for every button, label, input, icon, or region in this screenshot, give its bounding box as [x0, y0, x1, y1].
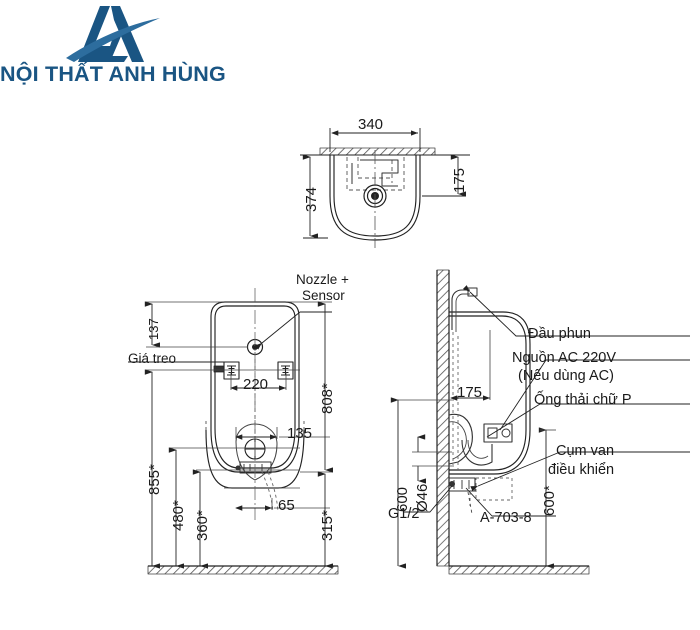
callout-supply-thread: G1/2 — [388, 506, 420, 522]
dim-front-bowl-inner: 135 — [287, 425, 313, 442]
callout-nozzle-sensor-line1: Nozzle + — [296, 272, 349, 287]
callout-valve-assembly-line2: điều khiển — [548, 462, 615, 478]
dim-side-projection: 175 — [457, 384, 483, 401]
dim-top-height: 374 — [303, 186, 320, 212]
brand-logo: NỘI THẤT ANH HÙNG — [0, 0, 230, 100]
dim-front-bracket-height: 855* — [146, 464, 163, 495]
anh-hung-a-monogram-icon — [66, 6, 160, 62]
dim-front-low-height: 360* — [194, 510, 211, 541]
callout-model-code: A-703-8 — [480, 510, 532, 526]
side-view-geometry — [390, 269, 690, 575]
top-view-geometry — [300, 128, 470, 248]
callout-ac-power-note: (Nếu dùng AC) — [518, 368, 614, 384]
callout-valve-assembly-line1: Cụm van — [556, 443, 615, 459]
dim-front-floor-clear: 315* — [319, 510, 336, 541]
dim-side-mount-height: 600* — [541, 485, 558, 516]
front-view-geometry — [128, 288, 339, 575]
callout-spray-head: Đầu phun — [528, 326, 591, 342]
dim-front-mid-height: 480* — [170, 500, 187, 531]
dim-top-width: 340 — [358, 116, 384, 133]
callout-ac-power: Nguồn AC 220V — [512, 350, 616, 366]
dim-front-bracket-span: 220 — [243, 376, 269, 393]
callout-hanger: Giá treo — [128, 351, 177, 366]
dim-top-depth: 175 — [451, 167, 468, 193]
callout-p-trap: Ống thải chữ P — [534, 392, 632, 408]
brand-name: NỘI THẤT ANH HÙNG — [0, 62, 226, 86]
dim-front-overall-height: 808* — [319, 383, 336, 414]
dim-front-drain-offset: 65 — [278, 497, 295, 514]
dim-front-sensor-top: 137 — [146, 318, 161, 340]
callout-nozzle-sensor-line2: Sensor — [302, 288, 345, 303]
